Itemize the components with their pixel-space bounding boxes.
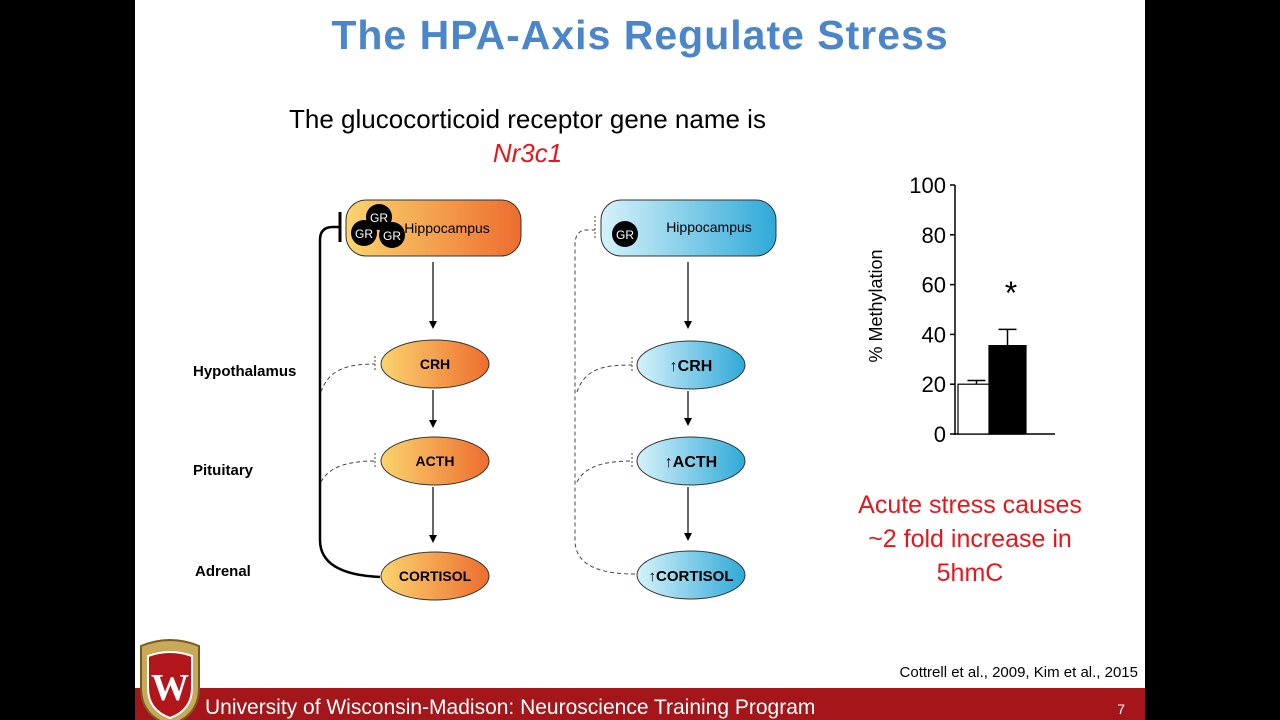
note-line: ~2 fold increase in [868, 525, 1072, 553]
stress-note: Acute stress causes ~2 fold increase in … [825, 488, 1115, 590]
acth-label: ACTH [416, 453, 455, 469]
gr-icon [351, 220, 377, 246]
negative-feedback-line [318, 225, 381, 579]
acth-node [380, 436, 490, 486]
crh-node-stressed [636, 340, 746, 390]
hpa-diagram: Hypothalamus Pituitary Adrenal Hippocamp… [193, 173, 1055, 601]
row-label-hypothalamus: Hypothalamus [193, 363, 296, 380]
slide-title: The HPA-Axis Regulate Stress [331, 12, 949, 58]
svg-text:GR: GR [383, 229, 401, 243]
y-axis-label: % Methylation [866, 249, 886, 362]
significance-annotation: * [1005, 275, 1017, 311]
right-pathway: Hippocampus GR ↑CRH ↑ACTH ↑CORTISOL [574, 199, 777, 600]
svg-text:GR: GR [355, 227, 373, 241]
svg-text:W: W [151, 667, 189, 709]
hippocampus-label: Hippocampus [404, 220, 490, 236]
citation: Cottrell et al., 2009, Kim et al., 2015 [899, 664, 1138, 681]
gr-icon [612, 221, 638, 247]
left-pathway: Hippocampus GR GR GR CRH ACTH CORTISOL [318, 199, 522, 601]
acth-node-stressed [636, 436, 746, 486]
gr-icon [379, 222, 405, 248]
row-label-adrenal: Adrenal [195, 563, 251, 580]
hippocampus-label-stressed: Hippocampus [666, 219, 752, 235]
page-number: 7 [1117, 701, 1125, 717]
crh-label: CRH [420, 356, 450, 372]
svg-text:GR: GR [370, 211, 388, 225]
y-tick-label: 60 [922, 273, 946, 298]
y-tick-label: 20 [922, 372, 946, 397]
y-tick-label: 80 [922, 223, 946, 248]
gene-name: Nr3c1 [492, 138, 563, 168]
hippocampus-node-stressed [600, 199, 777, 257]
cortisol-label-stressed: ↑CORTISOL [649, 568, 734, 585]
methylation-chart: 0 20 40 60 80 100 % Methylation * [866, 173, 1055, 447]
y-tick-label: 0 [934, 422, 946, 447]
crh-label-stressed: ↑CRH [670, 358, 713, 375]
note-line: 5hmC [936, 559, 1004, 587]
crh-node [380, 339, 490, 389]
y-tick-label: 100 [909, 173, 946, 198]
cortisol-node [380, 551, 490, 601]
svg-text:GR: GR [616, 228, 634, 242]
footer-bar: University of Wisconsin-Madison: Neurosc… [135, 688, 1145, 720]
subtitle: The glucocorticoid receptor gene name is… [245, 102, 810, 170]
uw-crest-icon: W [140, 639, 200, 720]
slide: The HPA-Axis Regulate Stress The glucoco… [135, 0, 1145, 720]
gr-cluster: GR GR GR [351, 204, 405, 248]
note-line: Acute stress causes [858, 491, 1082, 519]
row-label-pituitary: Pituitary [193, 462, 254, 479]
acth-label-stressed: ↑ACTH [665, 454, 717, 471]
footer-text: University of Wisconsin-Madison: Neurosc… [205, 696, 816, 719]
cortisol-node-stressed [636, 550, 746, 600]
y-tick-label: 40 [922, 322, 946, 347]
bar [988, 345, 1027, 435]
subtitle-line: The glucocorticoid receptor gene name is [289, 104, 766, 134]
weakened-feedback-line [574, 229, 636, 575]
cortisol-label: CORTISOL [399, 568, 472, 584]
